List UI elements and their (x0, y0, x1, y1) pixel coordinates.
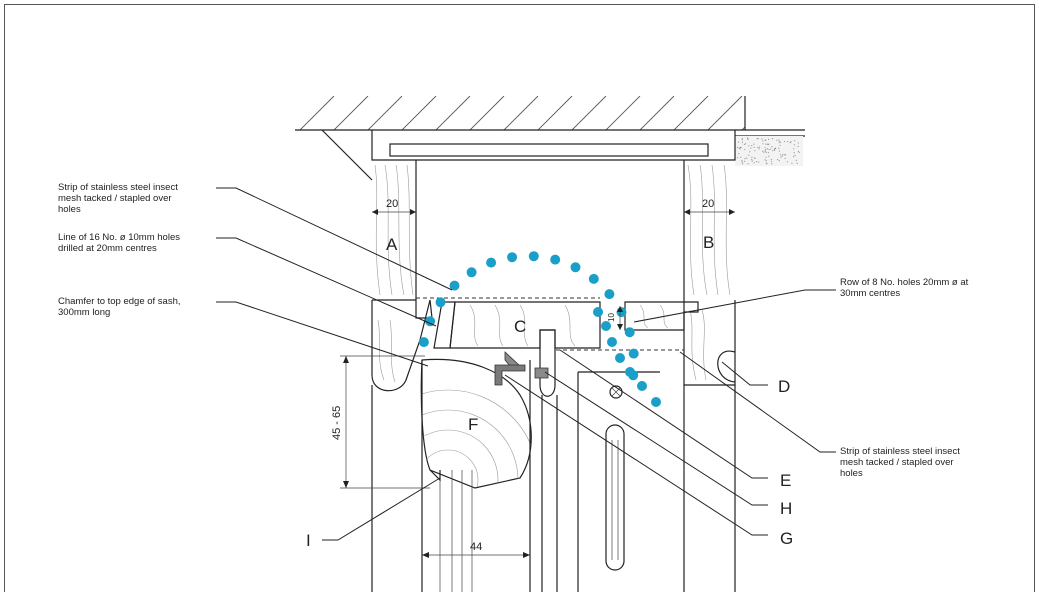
hole-dot (528, 251, 539, 262)
label-h: H (780, 499, 792, 518)
label-e: E (780, 471, 791, 490)
label-a: A (386, 235, 398, 254)
hole-dot (435, 297, 446, 308)
dim-width-44: 44 (422, 541, 530, 558)
label-b: B (703, 233, 714, 252)
hole-dot (418, 337, 429, 348)
label-f: F (468, 415, 478, 434)
label-i: I (306, 531, 311, 550)
svg-text:20: 20 (386, 198, 398, 210)
note-mesh-bottom: Strip of stainless steel insect mesh tac… (840, 446, 963, 479)
hole-dot (651, 397, 661, 407)
dim-left-20: 20 (372, 198, 416, 215)
sash-f (420, 358, 532, 592)
hole-dot (628, 348, 639, 359)
hole-dot (486, 257, 497, 268)
label-d: D (778, 377, 790, 396)
drawing-border (4, 4, 1035, 592)
note-row-holes: Row of 8 No. holes 20mm ø at 30mm centre… (840, 277, 971, 299)
hole-dot (425, 316, 436, 327)
svg-text:44: 44 (470, 541, 482, 553)
hole-dot (593, 307, 603, 317)
note-chamfer: Chamfer to top edge of sash, 300mm long (58, 296, 183, 318)
hole-dot (604, 289, 615, 300)
frame-verticals (371, 371, 736, 592)
metal-flashing (494, 351, 549, 386)
hole-dot (637, 381, 647, 391)
hole-dot (449, 280, 460, 291)
hole-dot (616, 307, 627, 318)
hole-dot (615, 353, 625, 363)
top-rail-c (433, 301, 699, 349)
hole-dot (570, 262, 581, 273)
hole-dot (588, 273, 599, 284)
plaster-render (735, 136, 803, 166)
hole-dot (466, 267, 477, 278)
label-c: C (514, 317, 526, 336)
hole-dot (607, 337, 617, 347)
leader-lines (216, 187, 836, 541)
dim-right-20: 20 (684, 198, 735, 215)
label-g: G (780, 529, 793, 548)
left-wall-splay (321, 129, 373, 181)
hole-dot (507, 252, 518, 263)
jamb-a (374, 164, 414, 296)
hole-dots-arc (418, 251, 661, 407)
svg-text:45 - 65: 45 - 65 (331, 406, 343, 440)
dim-height-45-65: 45 - 65 (331, 355, 430, 489)
hole-dot (601, 321, 611, 331)
bead-e (539, 329, 556, 397)
note-holes-line: Line of 16 No. ø 10mm holes drilled at 2… (58, 232, 183, 254)
note-mesh-top: Strip of stainless steel insect mesh tac… (58, 182, 181, 215)
jamb-b (687, 164, 731, 296)
dim-small-10: 10 (607, 306, 623, 330)
hole-dot (625, 367, 635, 377)
svg-text:10: 10 (607, 313, 616, 322)
svg-text:20: 20 (702, 198, 714, 210)
right-lower-jamb (683, 300, 736, 386)
hole-dot (550, 254, 561, 265)
hole-dot (624, 327, 635, 338)
head-frame (371, 130, 736, 300)
